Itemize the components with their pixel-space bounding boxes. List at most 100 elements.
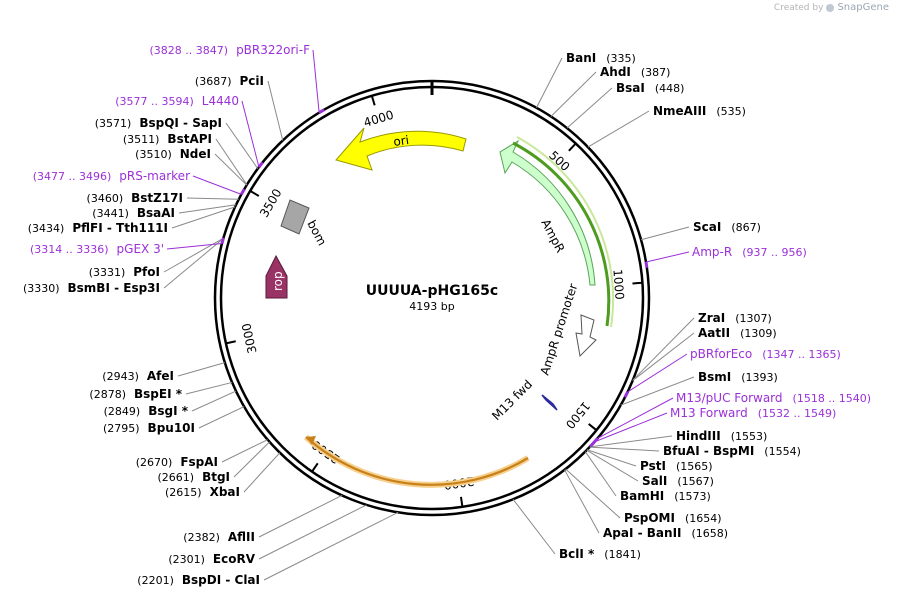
enzyme-name[interactable]: PflFI - Tth111I	[72, 221, 168, 235]
ampr-orf-line	[512, 141, 611, 327]
enzyme-name[interactable]: HindIII	[676, 429, 721, 443]
enzyme-leader	[535, 57, 563, 109]
enzyme-name[interactable]: AfeI	[147, 369, 174, 383]
primer-name[interactable]: M13/pUC Forward	[676, 391, 783, 405]
enzyme-position: (1567)	[677, 475, 714, 488]
enzyme-leader	[163, 238, 224, 289]
enzyme-position: (3441)	[92, 207, 129, 220]
enzyme-name[interactable]: BspQI - SapI	[139, 116, 222, 130]
enzyme-position: (1654)	[685, 512, 722, 525]
snapgene-watermark: Created by SnapGene	[774, 2, 889, 13]
enzyme-name[interactable]: Bpu10I	[148, 421, 195, 435]
enzyme-position: (3687)	[195, 75, 232, 88]
tick-mark	[249, 190, 260, 197]
enzyme-position: (3571)	[95, 117, 132, 130]
watermark-brand: SnapGene	[837, 2, 889, 13]
enzyme-leader	[587, 110, 650, 148]
bom-label: bom	[304, 218, 329, 248]
primer-site	[318, 108, 325, 114]
ampr-feature[interactable]	[499, 139, 596, 286]
ampr-promoter-arrow[interactable]	[575, 314, 597, 358]
enzyme-name[interactable]: BsaI	[616, 81, 645, 95]
enzyme-name[interactable]: BsaAI	[137, 206, 175, 220]
enzyme-name[interactable]: BsmI	[698, 370, 731, 384]
primer-name[interactable]: pRS-marker	[119, 169, 190, 183]
enzyme-name[interactable]: AhdI	[600, 65, 631, 79]
enzyme-name[interactable]: BfuAI - BspMI	[663, 444, 754, 458]
enzyme-leader	[198, 406, 245, 429]
primer-name[interactable]: pBR322ori-F	[236, 43, 310, 57]
enzyme-name[interactable]: BspEI *	[134, 387, 183, 401]
primer-range: (3577 .. 3594)	[115, 95, 194, 108]
enzyme-position: (3434)	[28, 222, 65, 235]
ori-label: ori	[392, 133, 409, 149]
tick-mark	[225, 340, 236, 345]
tick-mark	[632, 281, 643, 285]
enzyme-leader	[258, 494, 343, 538]
enzyme-name[interactable]: BtgI	[202, 470, 230, 484]
enzyme-leader	[185, 381, 233, 395]
enzyme-name[interactable]: BamHI	[620, 489, 664, 503]
enzyme-name[interactable]: AflII	[228, 530, 255, 544]
enzyme-name[interactable]: PfoI	[133, 265, 160, 279]
primer-site	[623, 391, 629, 398]
primer-name[interactable]: M13 Forward	[670, 406, 748, 420]
enzyme-position: (1565)	[676, 460, 713, 473]
enzyme-name[interactable]: ApaI - BanII	[603, 526, 682, 540]
enzyme-position: (1307)	[735, 312, 772, 325]
enzyme-name[interactable]: PstI	[640, 459, 666, 473]
enzyme-name[interactable]: SalI	[642, 474, 667, 488]
enzyme-leader	[186, 197, 239, 200]
enzyme-leader	[221, 439, 268, 463]
ori-feature[interactable]	[335, 127, 467, 171]
enzyme-name[interactable]: NdeI	[180, 147, 211, 161]
enzyme-name[interactable]: NmeAIII	[653, 104, 706, 118]
enzyme-name[interactable]: PspOMI	[624, 511, 675, 525]
enzyme-name[interactable]: BsgI *	[148, 404, 189, 418]
primer-range: (3477 .. 3496)	[33, 170, 112, 183]
enzyme-position: (2201)	[137, 574, 174, 587]
enzyme-position: (3330)	[23, 282, 60, 295]
enzyme-position: (335)	[606, 52, 636, 65]
enzyme-name[interactable]: FspAI	[180, 455, 218, 469]
rop-label: rop	[271, 271, 285, 291]
enzyme-leader	[177, 362, 225, 377]
tick-mark	[311, 462, 319, 473]
enzyme-name[interactable]: AatII	[698, 326, 730, 340]
enzyme-name[interactable]: ScaI	[693, 220, 721, 234]
enzyme-name[interactable]: ZraI	[698, 311, 725, 325]
snapgene-logo-icon	[826, 3, 835, 12]
tick-mark	[568, 142, 577, 152]
primer-name[interactable]: L4440	[202, 94, 239, 108]
enzyme-name[interactable]: PciI	[240, 74, 265, 88]
enzyme-leader	[263, 511, 399, 581]
enzyme-leader	[214, 153, 248, 186]
enzyme-name[interactable]: BsmBI - Esp3I	[68, 281, 160, 295]
enzyme-name[interactable]: BanI	[566, 51, 596, 65]
site-labels: BanI(335)AhdI(387)BsaI(448)NmeAIII(535)S…	[23, 43, 871, 587]
enzyme-name[interactable]: XbaI	[210, 485, 240, 499]
enzyme-leader	[178, 204, 237, 214]
enzyme-position: (3331)	[89, 266, 126, 279]
primer-leader	[597, 397, 674, 439]
bom-feature[interactable]	[280, 199, 310, 235]
enzyme-leader	[243, 452, 281, 493]
ampr-label: AmpR	[538, 217, 567, 255]
rop-feature[interactable]	[265, 254, 288, 299]
primer-name[interactable]: Amp-R	[692, 245, 732, 259]
enzyme-name[interactable]: BspDI - ClaI	[182, 573, 260, 587]
primer-name[interactable]: pGEX 3'	[117, 242, 164, 256]
enzyme-name[interactable]: BstAPI	[167, 132, 212, 146]
enzyme-position: (2670)	[136, 456, 173, 469]
primer-name[interactable]: pBRforEco	[690, 347, 752, 361]
plasmid-name: UUUUA-pHG165c	[366, 283, 498, 299]
enzyme-position: (1393)	[741, 371, 778, 384]
m13-fwd-feature[interactable]	[541, 394, 558, 411]
enzyme-name[interactable]: EcoRV	[213, 552, 256, 566]
enzyme-position: (867)	[731, 221, 761, 234]
enzyme-name[interactable]: BstZ17I	[131, 191, 183, 205]
enzyme-name[interactable]: BclI *	[559, 547, 595, 561]
enzyme-leader	[620, 376, 695, 406]
primer-site	[240, 188, 246, 196]
